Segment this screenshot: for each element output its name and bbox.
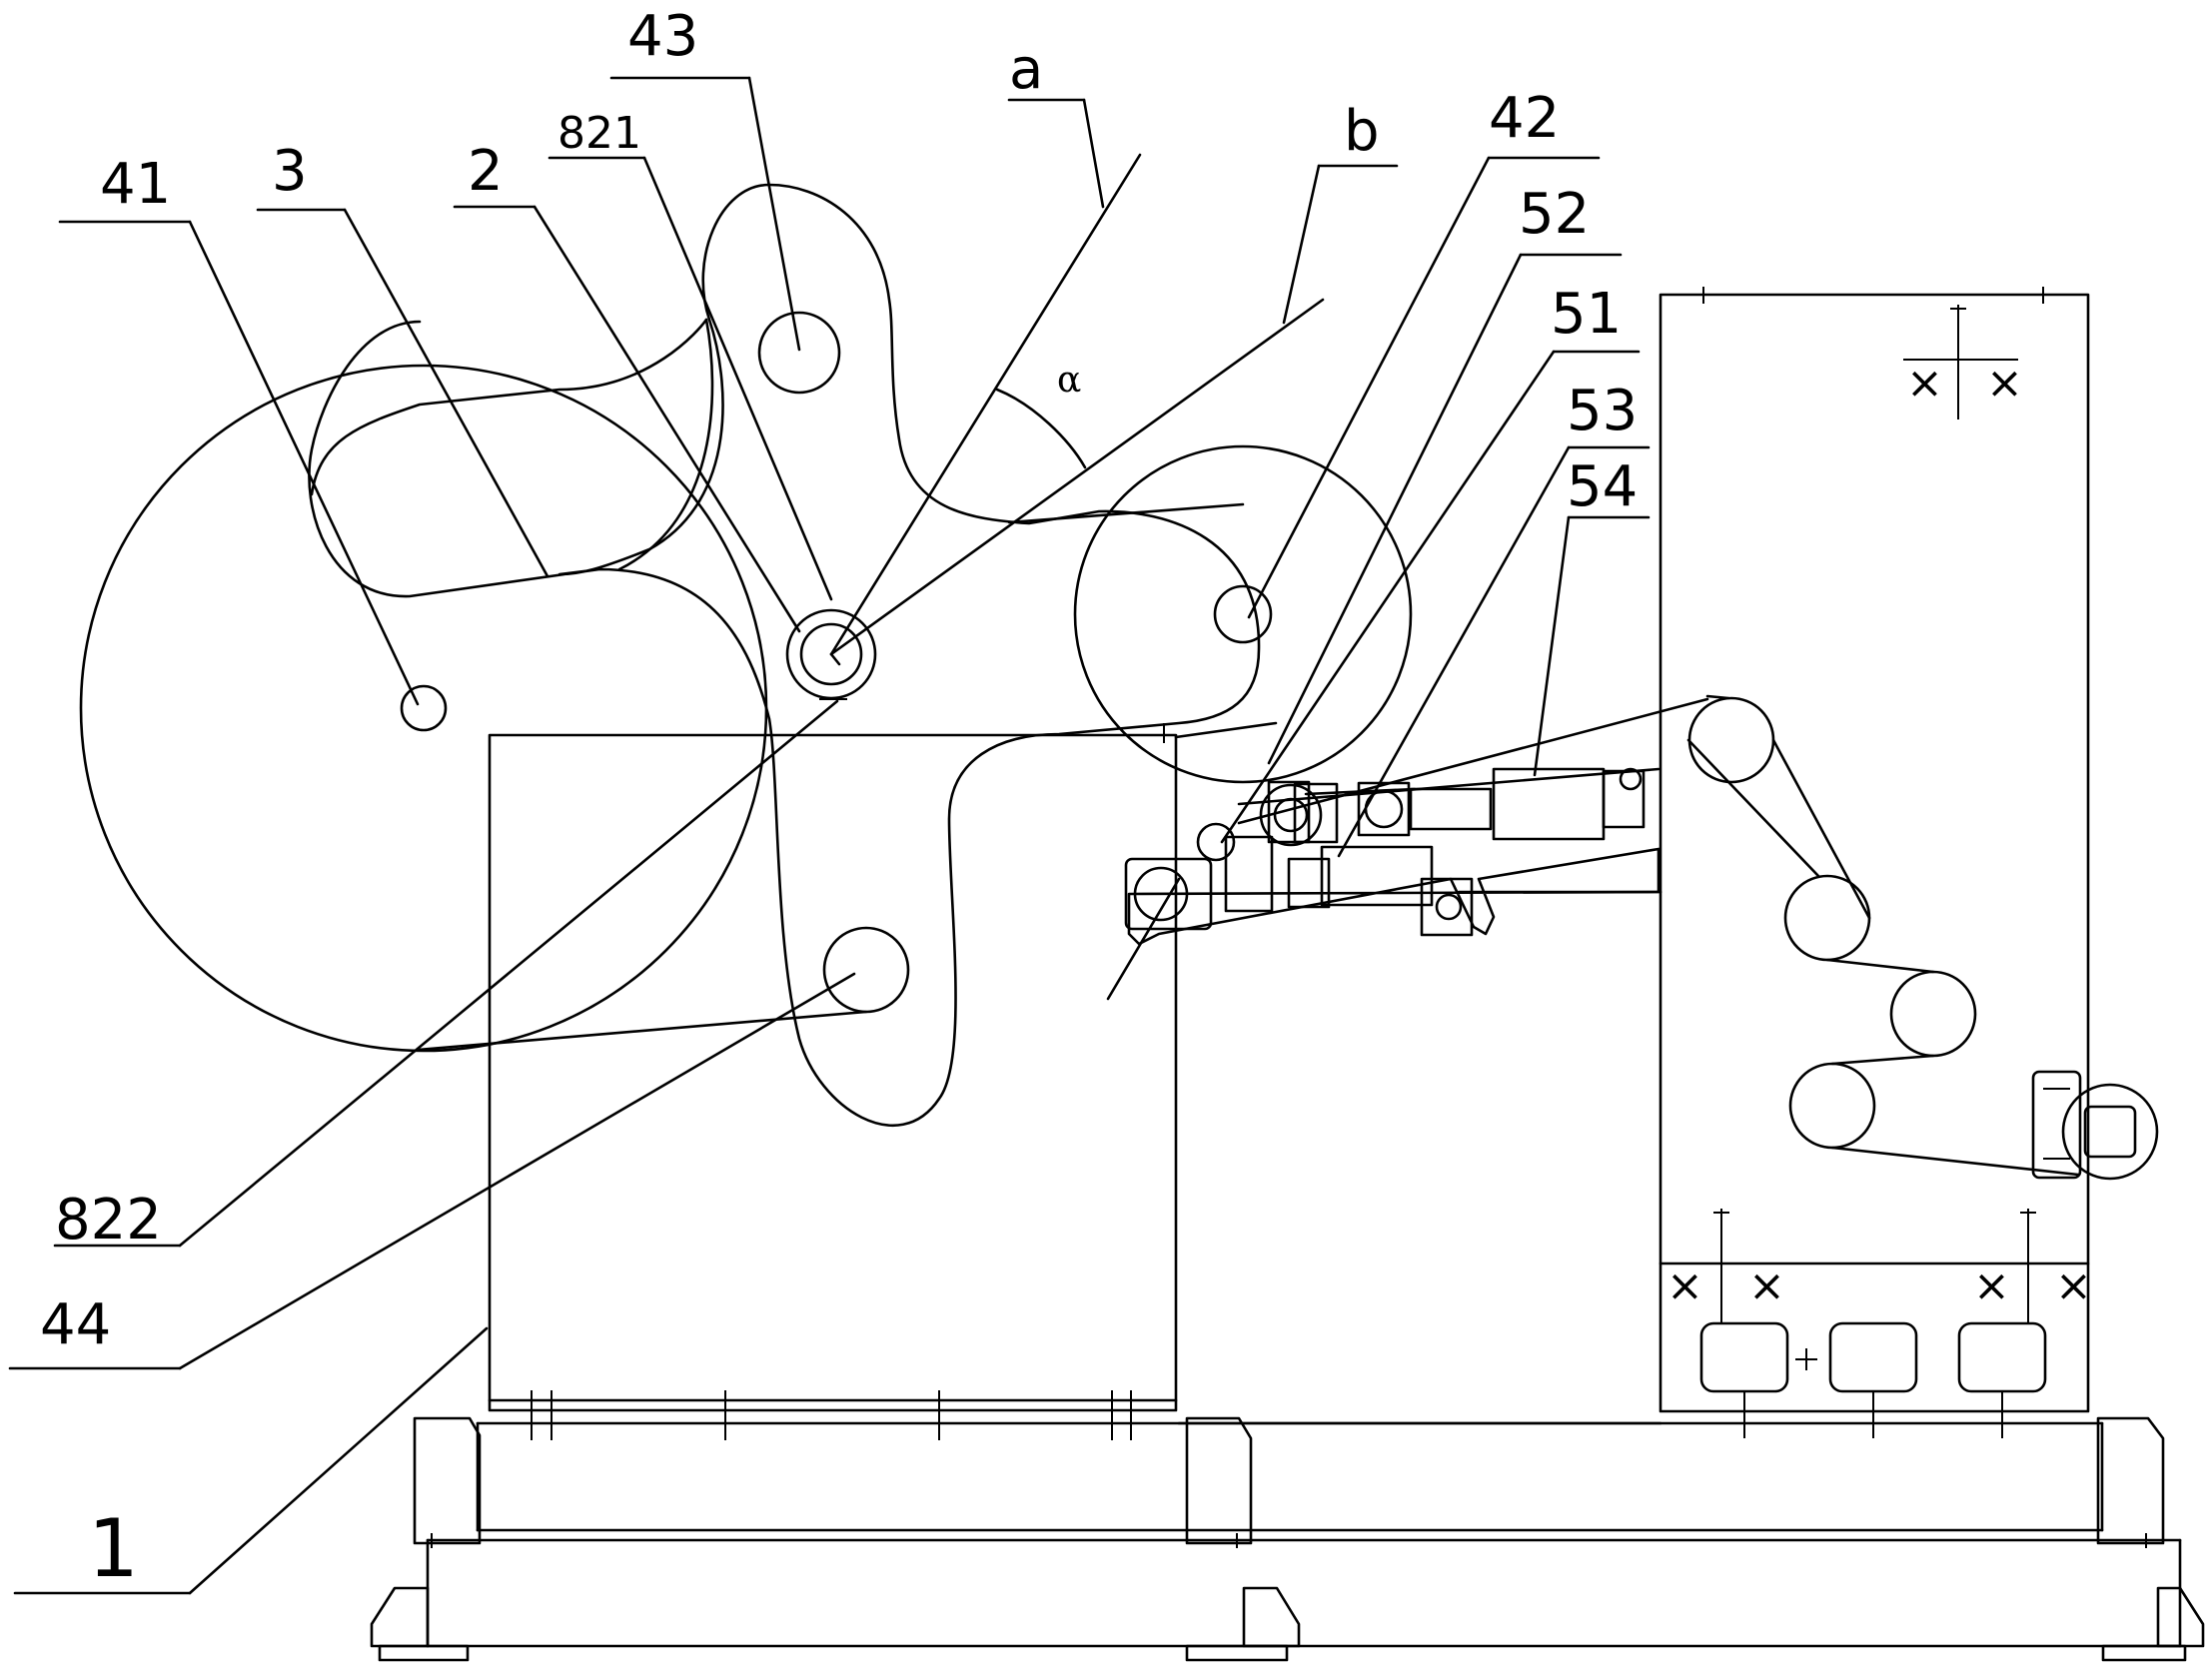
label-52: 52 (1519, 182, 1590, 247)
svg-text:×: × (1748, 1260, 1785, 1311)
svg-text:×: × (1973, 1260, 2010, 1311)
unwind-roll-41 (79, 364, 768, 1053)
label-a: a (1009, 37, 1043, 102)
web-path-rollers (1686, 694, 2159, 1181)
svg-text:×: × (1986, 358, 2023, 409)
left-cabinet (488, 723, 1178, 1440)
alpha-label: α (1057, 360, 1081, 401)
reference-labels: 41 3 2 821 43 a b 42 52 51 53 54 822 44 … (40, 4, 1638, 1595)
roll-44 (822, 926, 910, 1014)
web-lines (416, 502, 1709, 1052)
svg-text:×: × (1906, 358, 1943, 409)
label-51: 51 (1551, 282, 1622, 347)
label-53: 53 (1567, 379, 1638, 443)
label-3: 3 (272, 139, 308, 204)
label-2: 2 (468, 139, 504, 204)
label-821: 821 (557, 108, 641, 159)
label-54: 54 (1567, 454, 1638, 519)
label-822: 822 (55, 1188, 162, 1253)
label-44: 44 (40, 1292, 111, 1357)
label-b: b (1344, 99, 1380, 164)
label-1: 1 (88, 1502, 139, 1595)
label-43: 43 (627, 4, 698, 69)
svg-text:×: × (2055, 1260, 2092, 1311)
angle-construction: α (829, 153, 1325, 656)
leader-lines (8, 76, 1651, 1595)
label-42: 42 (1489, 86, 1560, 151)
right-cabinet: × × × × × × (1177, 287, 2092, 1438)
clamp-mechanism (1124, 767, 1660, 946)
roll-42 (1073, 444, 1413, 784)
center-shaft (785, 608, 877, 700)
svg-text:×: × (1666, 1260, 1703, 1311)
base-frame (370, 1416, 2205, 1662)
label-41: 41 (100, 152, 171, 217)
roll-43 (757, 311, 841, 395)
